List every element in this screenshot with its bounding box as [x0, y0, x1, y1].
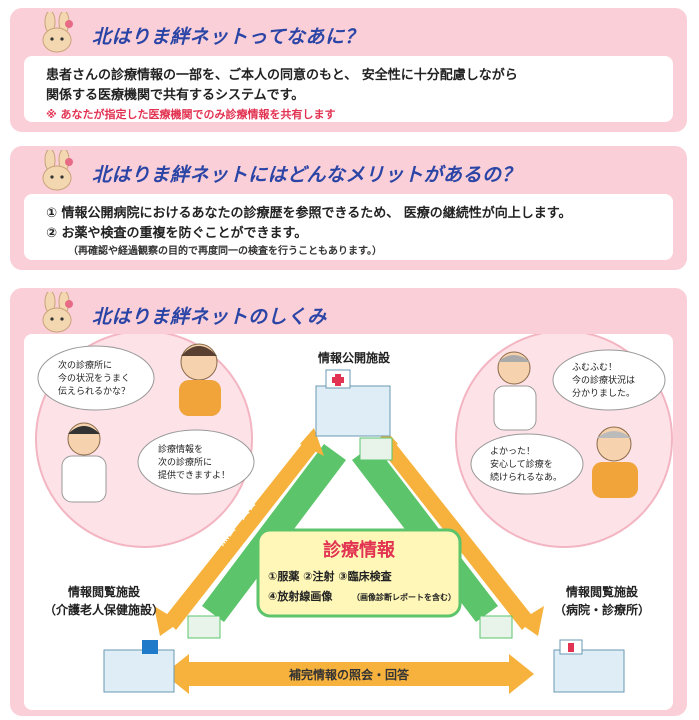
mechanism-body: 次の診療所に 今の状況をうまく 伝えられるかな？ 診療情報を 次の診療所に 提供… — [24, 334, 673, 710]
right-facility-label-1: 情報閲覧施設 — [566, 584, 639, 599]
speech-bubble — [470, 433, 584, 495]
left-facility-label-2: （介護老人保健施設） — [44, 602, 164, 617]
bubble-right-2-line1: よかった！ — [490, 446, 535, 457]
bubble-right-2-line3: 続けられるなあ。 — [490, 471, 562, 483]
merit-item-1: ① 情報公開病院におけるあなたの診療歴を参照できるため、 医療の継続性が向上しま… — [46, 206, 572, 221]
about-note: ※ あなたが指定した医療機関でのみ診療情報を共有します — [46, 108, 336, 121]
bubble-left-1-line3: 伝えられるかな？ — [58, 386, 130, 397]
bubble-right-1-line1: ふむふむ！ — [572, 362, 617, 373]
patient-icon — [592, 426, 638, 498]
bubble-left-2-line2: 次の診療所に — [158, 456, 212, 468]
center-title: 診療情報 — [323, 539, 396, 561]
bubble-left-1-line1: 次の診療所に — [58, 359, 112, 371]
section-title: 北はりま絆ネットのしくみ — [92, 306, 327, 328]
right-facility-label-2: （病院・診療所） — [554, 602, 650, 617]
right-facility-building-icon — [479, 615, 625, 693]
speech-bubble — [552, 349, 666, 411]
bottom-arrow — [184, 662, 514, 686]
about-panel: 北はりま絆ネットってなあに？ 患者さんの診療情報の一部を、ご本人の同意のもと、 … — [10, 8, 687, 132]
speech-bubble — [137, 429, 255, 495]
doctor-icon — [493, 351, 537, 431]
arrow-label-bottom: 補完情報の照会・回答 — [288, 667, 410, 682]
left-facility-building-icon — [103, 615, 221, 693]
bubble-left-2-line3: 提供できますよ！ — [158, 469, 230, 481]
bubble-right-1-line3: 分かりました。 — [572, 388, 635, 399]
mechanism-panel: 北はりま絆ネットのしくみ 次の診療所に 今の状況をうまく 伝えられるかな？ 診療… — [10, 288, 687, 716]
center-line2: ④放射線画像 — [268, 589, 333, 603]
merit-body: ① 情報公開病院におけるあなたの診療歴を参照できるため、 医療の継続性が向上しま… — [24, 194, 673, 260]
bubble-left-1-line2: 今の状況をうまく — [58, 372, 130, 384]
about-body: 患者さんの診療情報の一部を、ご本人の同意のもと、 安全性に十分配慮しながら 関係… — [24, 56, 673, 122]
public-facility-building-icon — [315, 369, 393, 461]
left-facility-label-1: 情報閲覧施設 — [68, 584, 141, 599]
section-title: 北はりま絆ネットってなあに？ — [92, 26, 365, 48]
merit-sub-note: （再確認や経過観察の目的で再度同一の検査を行うこともあります。） — [68, 246, 382, 257]
bunny-icon — [42, 12, 73, 53]
center-info-box — [256, 528, 462, 618]
patient-icon — [179, 343, 221, 416]
merit-panel: 北はりま絆ネットにはどんなメリットがあるの？ ① 情報公開病院におけるあなたの診… — [10, 146, 687, 270]
merit-item-2: ② お薬や検査の重複を防ぐことができます。 — [46, 226, 308, 241]
bubble-left-2-line1: 診療情報を — [158, 443, 203, 455]
about-text-line2: 関係する医療機関で共有するシステムです。 — [46, 88, 305, 103]
doctor-icon — [61, 422, 107, 503]
about-text-line1: 患者さんの診療情報の一部を、ご本人の同意のもと、 安全性に十分配慮しながら — [46, 68, 518, 83]
bubble-right-2-line2: 安心して診療を — [490, 458, 553, 470]
center-line2-small: （画像診断レポートを含む） — [352, 592, 456, 602]
bunny-icon — [42, 292, 73, 333]
orange-arrow-left — [164, 434, 320, 630]
bubble-right-1-line2: 今の診療状況は — [572, 374, 635, 386]
top-facility-label: 情報公開施設 — [318, 350, 391, 365]
section-title: 北はりま絆ネットにはどんなメリットがあるの？ — [92, 164, 522, 186]
center-line1: ①服薬 ②注射 ③臨床検査 — [268, 569, 392, 583]
speech-bubble — [37, 345, 155, 411]
bunny-icon — [42, 150, 73, 191]
mechanism-diagram: 次の診療所に 今の状況をうまく 伝えられるかな？ 診療情報を 次の診療所に 提供… — [35, 334, 673, 694]
